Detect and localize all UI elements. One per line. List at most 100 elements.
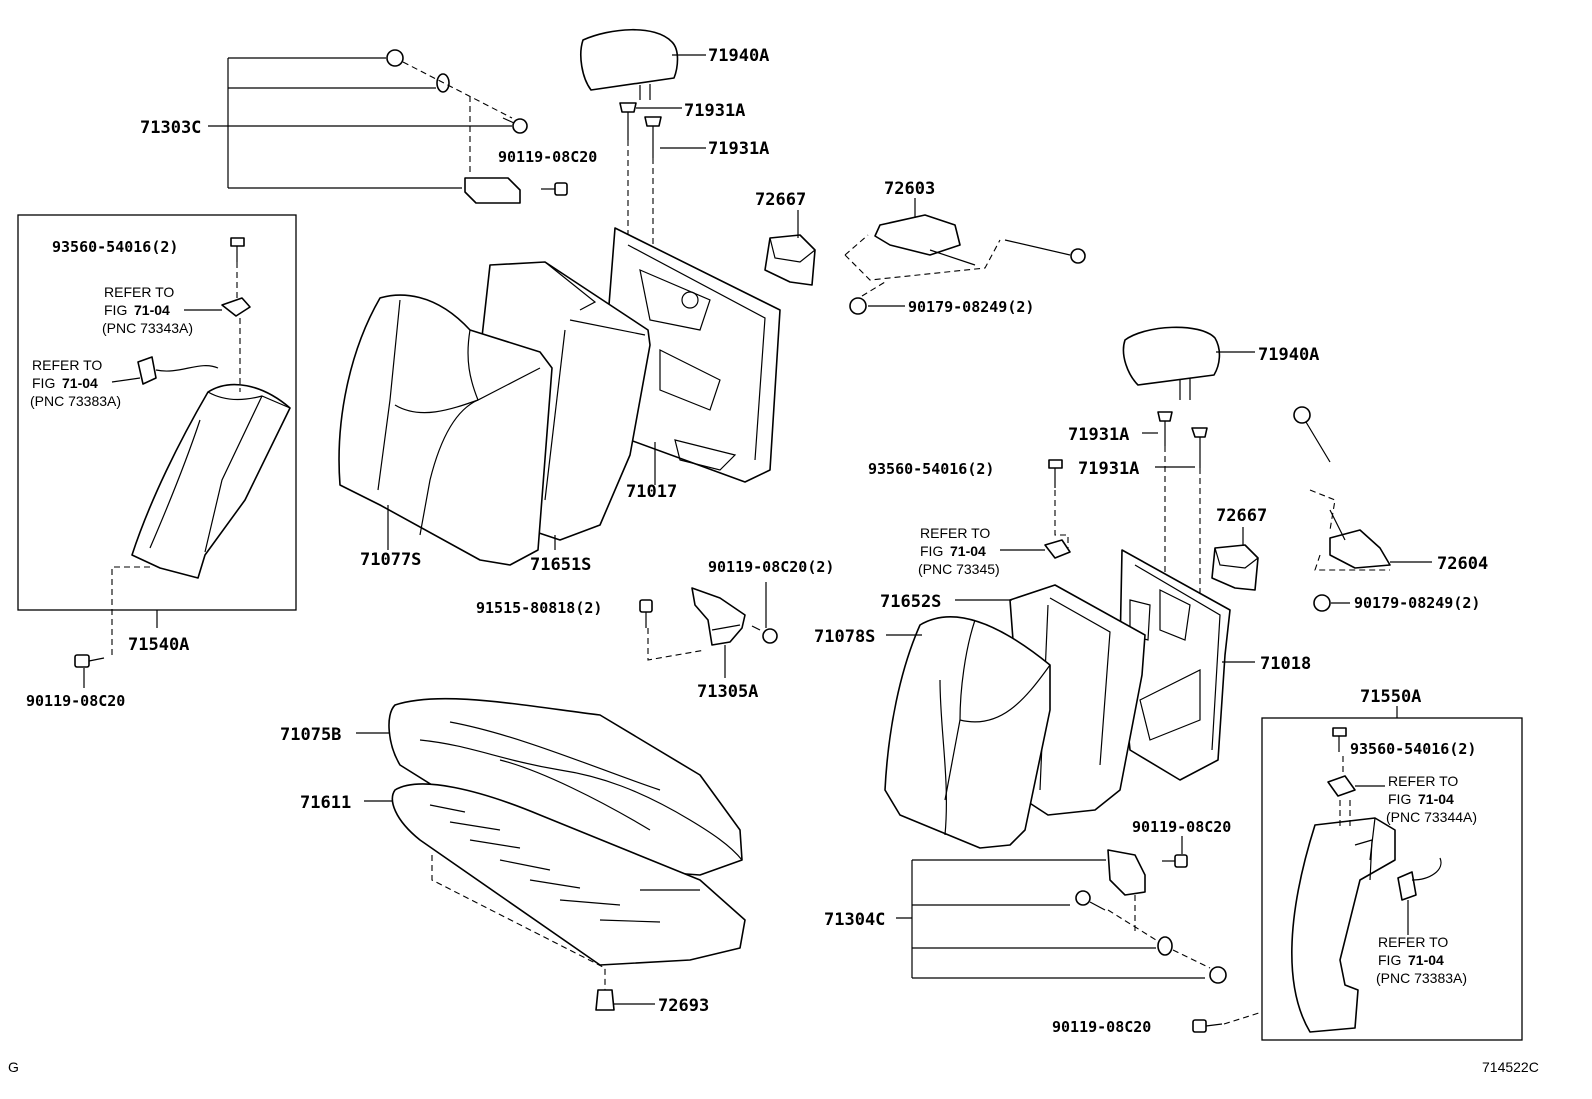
label-71017: 71017 [626,482,677,502]
refer-note-73344a: REFER TO FIG 71-04 (PNC 73344A) [1386,773,1477,825]
label-90179-08249-top: 90179-08249(2) [908,298,1034,316]
label-71931a-3: 71931A [1068,425,1129,445]
label-72667-right: 72667 [1216,506,1267,526]
svg-text:REFER TO: REFER TO [1388,773,1458,789]
lock-cover-72667-right[interactable] [1211,544,1259,591]
side-bolster-pad-71550a[interactable] [1291,817,1396,1033]
svg-text:(PNC 73343A): (PNC 73343A) [102,320,193,336]
svg-text:REFER TO: REFER TO [32,357,102,373]
label-71652s: 71652S [880,592,941,612]
cap-71303c[interactable] [386,49,404,67]
label-71940a-right: 71940A [1258,345,1319,365]
bolt-71303c[interactable] [502,117,528,134]
headrest-guide-71931a-a[interactable] [619,102,637,140]
svg-text:FIG: FIG [1388,791,1411,807]
clip-pnc-73345[interactable] [1044,539,1071,559]
label-71303c: 71303C [140,118,201,138]
label-71931a-2: 71931A [708,139,769,159]
svg-text:FIG: FIG [920,543,943,559]
label-71931a-4: 71931A [1078,459,1139,479]
bracket-71304c[interactable] [1107,849,1146,896]
cap-71304c[interactable] [1209,966,1227,984]
label-71611: 71611 [300,793,351,813]
label-93560-54016-right: 93560-54016(2) [1350,740,1476,758]
label-90119-08c20-bottom: 90119-08C20 [1052,1018,1151,1036]
label-72603: 72603 [884,179,935,199]
spacer-71304c[interactable] [1157,936,1173,956]
bolt-91515-80818[interactable] [639,599,653,628]
nut-90179-08249-top[interactable] [849,297,867,315]
clip-72693[interactable] [595,989,615,1011]
screw-93560-left[interactable] [230,237,245,262]
label-72604: 72604 [1437,554,1488,574]
headrest-guide-71931a-c[interactable] [1157,411,1173,446]
label-71078s: 71078S [814,627,875,647]
label-71931a-1: 71931A [684,101,745,121]
label-71540a: 71540A [128,635,189,655]
svg-text:REFER TO: REFER TO [920,525,990,541]
refer-note-73383a-right: REFER TO FIG 71-04 (PNC 73383A) [1376,900,1467,986]
svg-text:FIG: FIG [1378,952,1401,968]
svg-text:(PNC 73383A): (PNC 73383A) [1376,970,1467,986]
lock-assy-72603[interactable] [874,214,1086,266]
headrest-71940a-top[interactable] [580,28,679,100]
label-71651s: 71651S [530,555,591,575]
label-90179-08249-right: 90179-08249(2) [1354,594,1480,612]
label-71550a: 71550A [1360,687,1421,707]
svg-text:71-04: 71-04 [1418,791,1454,807]
refer-note-73383a-left: REFER TO FIG 71-04 (PNC 73383A) [30,357,141,409]
label-71305a: 71305A [697,682,758,702]
harness-pnc-73383a-right[interactable] [1397,857,1442,901]
label-71940a-top: 71940A [708,46,769,66]
svg-text:REFER TO: REFER TO [1378,934,1448,950]
clip-pnc-73343a[interactable] [221,297,251,317]
seat-cushion-pad-71611[interactable] [391,783,746,966]
bolt-90119-08c20-2[interactable] [751,625,778,644]
lock-assy-72604[interactable] [1293,406,1391,569]
svg-text:71-04: 71-04 [950,543,986,559]
headrest-guide-71931a-d[interactable] [1191,427,1208,468]
nut-90179-08249-right[interactable] [1313,594,1331,612]
refer-note-73343a: REFER TO FIG 71-04 (PNC 73343A) [102,284,222,336]
seatback-frame-71018[interactable] [1119,549,1231,781]
side-bolster-pad-71540a[interactable] [131,383,291,579]
svg-text:71-04: 71-04 [62,375,98,391]
label-90119-08c20-2: 90119-08C20(2) [708,558,834,576]
label-71075b: 71075B [280,725,341,745]
bolt-90119-08c20-top[interactable] [541,182,568,196]
headrest-71940a-right[interactable] [1122,326,1221,400]
label-91515-80818: 91515-80818(2) [476,599,602,617]
svg-text:71-04: 71-04 [134,302,170,318]
label-72693: 72693 [658,996,709,1016]
bolt-71304c[interactable] [1075,890,1106,911]
svg-text:(PNC 73344A): (PNC 73344A) [1386,809,1477,825]
side-bolster-group-box-right [1261,717,1523,1041]
screw-93560-mid[interactable] [1048,459,1063,488]
screw-93560-right[interactable] [1332,727,1347,752]
harness-pnc-73383a-left[interactable] [137,356,219,385]
svg-text:(PNC 73345): (PNC 73345) [918,561,1000,577]
illustration-number: 714522C [1482,1059,1539,1075]
clip-pnc-73344a[interactable] [1327,775,1356,797]
label-71077s: 71077S [360,550,421,570]
bolt-90119-08c20-left[interactable] [74,654,105,668]
bolt-90119-08c20-bottom[interactable] [1192,1019,1223,1033]
seatback-cover-71078s[interactable] [884,616,1051,849]
lock-cover-72667-top[interactable] [764,234,816,286]
label-71304c: 71304C [824,910,885,930]
label-72667-top: 72667 [755,190,806,210]
bolt-90119-08c20-mid[interactable] [1162,854,1188,868]
label-90119-08c20-top: 90119-08C20 [498,148,597,166]
svg-text:71-04: 71-04 [1408,952,1444,968]
label-90119-08c20-mid: 90119-08C20 [1132,818,1231,836]
label-93560-54016-left: 93560-54016(2) [52,238,178,256]
svg-text:REFER TO: REFER TO [104,284,174,300]
hinge-71305a[interactable] [691,587,746,646]
svg-text:FIG: FIG [32,375,55,391]
label-71018: 71018 [1260,654,1311,674]
seatback-cover-71077s[interactable] [338,294,553,566]
headrest-guide-71931a-b[interactable] [644,116,662,158]
label-90119-08c20-left: 90119-08C20 [26,692,125,710]
bracket-71303c[interactable] [464,177,521,204]
